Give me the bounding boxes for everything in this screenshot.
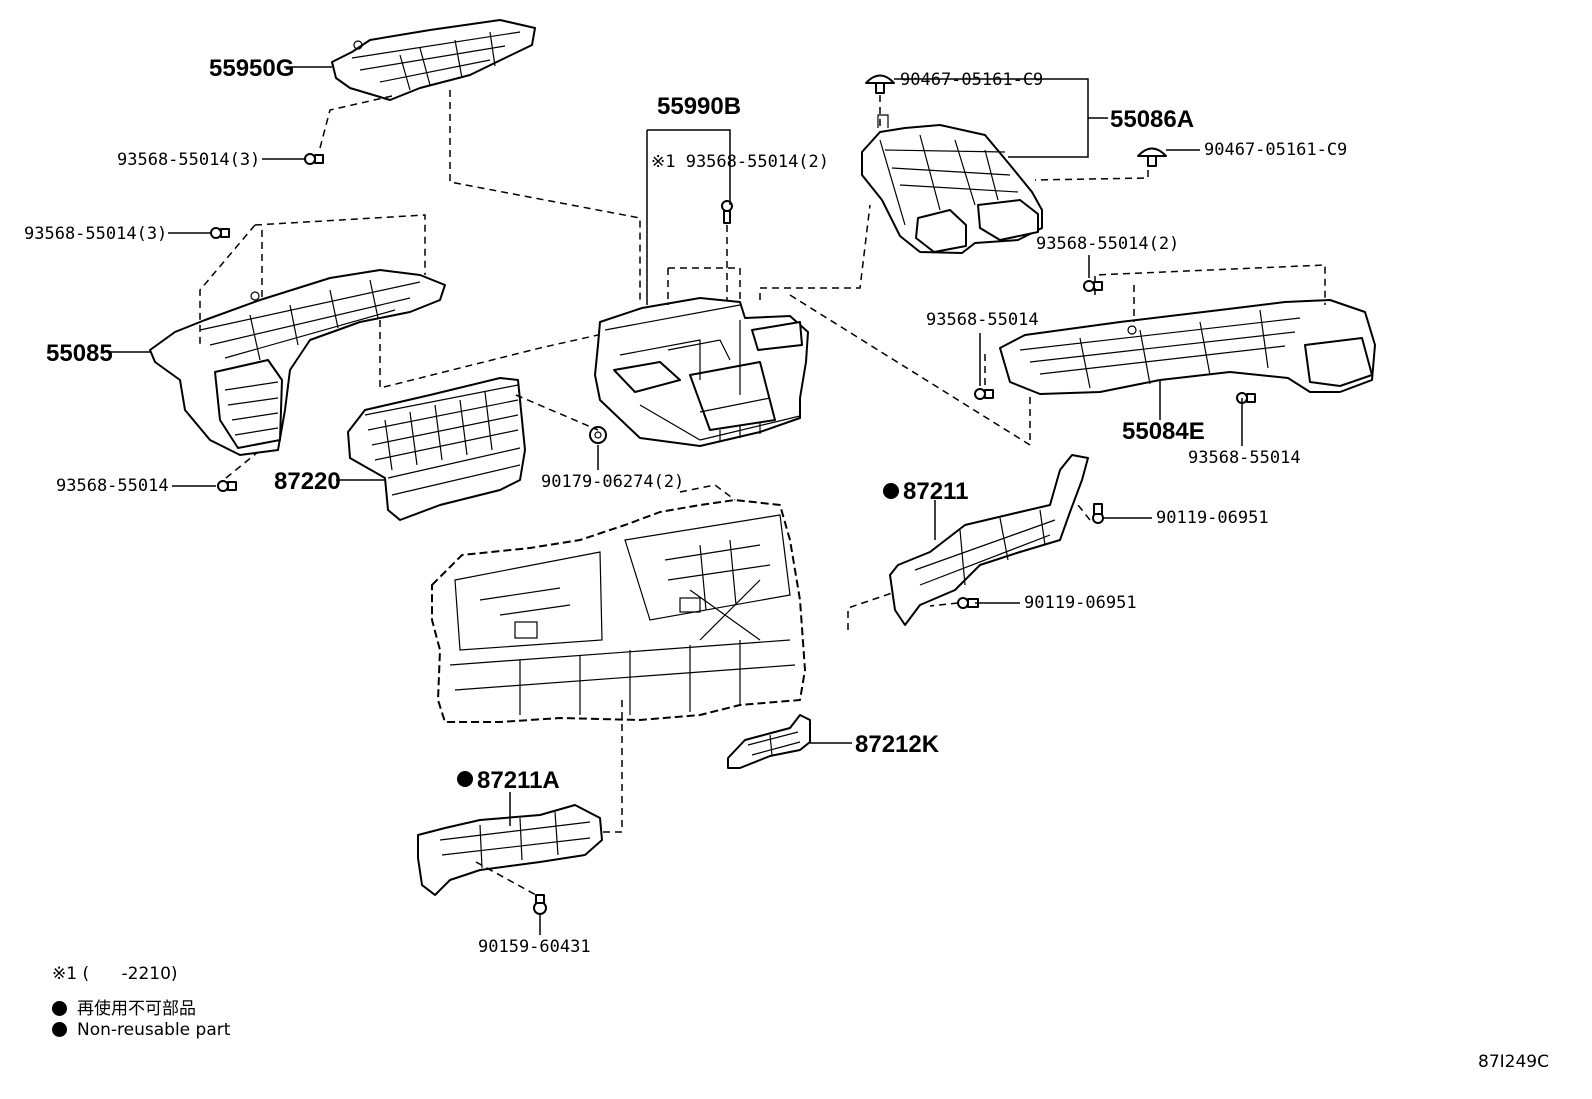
- duct-55086a-drawing: [861, 114, 1043, 254]
- label-93568-55014-2-mark: ※1 93568-55014(2): [651, 152, 829, 172]
- label-90179-06274-2: 90179-06274(2): [541, 472, 684, 492]
- clip-icon: [865, 74, 895, 94]
- label-87211: 87211: [903, 478, 968, 505]
- legend-non-reusable-ja: 再使用不可部品: [52, 994, 196, 1019]
- label-55084e: 55084E: [1122, 418, 1205, 445]
- bullet-dot-icon: [52, 1022, 67, 1037]
- label-90467-05161-c9-a: 90467-05161-C9: [900, 70, 1043, 90]
- register-box-55990b-drawing: [594, 297, 809, 447]
- non-reusable-marker-87211: [883, 483, 899, 499]
- label-90119-06951-b: 90119-06951: [1024, 593, 1137, 613]
- label-93568-55014-2-right: 93568-55014(2): [1036, 234, 1179, 254]
- bolt-icon: [1092, 503, 1104, 524]
- label-55950g: 55950G: [209, 55, 294, 82]
- label-90159-60431: 90159-60431: [478, 937, 591, 957]
- bolt-icon: [1083, 280, 1103, 292]
- duct-55950g-drawing: [331, 19, 536, 101]
- clip-icon: [1137, 147, 1167, 167]
- duct-55085-drawing: [149, 269, 446, 456]
- label-55085: 55085: [46, 340, 113, 367]
- fasteners: [210, 74, 1256, 915]
- diagram-id: 87I249C: [1478, 1052, 1549, 1072]
- bracket-87211-drawing: [889, 454, 1089, 626]
- label-87220: 87220: [274, 468, 341, 495]
- label-93568-55014-mid: 93568-55014: [926, 310, 1039, 330]
- label-55086a: 55086A: [1110, 106, 1194, 133]
- non-reusable-marker-87211a: [457, 771, 473, 787]
- bolt-icon: [533, 894, 547, 915]
- label-87211a: 87211A: [477, 767, 560, 794]
- legend-non-reusable-en-text: Non-reusable part: [77, 1020, 231, 1040]
- label-93568-55014-3-top: 93568-55014(3): [117, 150, 260, 170]
- bolt-icon: [974, 388, 994, 400]
- nut-icon: [589, 426, 607, 444]
- heater-unit-drawing: [431, 499, 806, 723]
- label-90119-06951-a: 90119-06951: [1156, 508, 1269, 528]
- bracket-87212k-drawing: [727, 714, 811, 769]
- label-93568-55014-right-bottom: 93568-55014: [1188, 448, 1301, 468]
- assembly-lines: [199, 90, 1326, 896]
- label-87212k: 87212K: [855, 731, 940, 758]
- legend-non-reusable-ja-text: 再使用不可部品: [77, 999, 196, 1019]
- bolt-icon: [1236, 392, 1256, 404]
- bracket-87211a-drawing: [417, 804, 603, 896]
- bolt-icon: [217, 480, 237, 492]
- label-93568-55014-left-bottom: 93568-55014: [56, 476, 169, 496]
- legend-non-reusable-en: Non-reusable part: [52, 1020, 230, 1040]
- duct-55084e-drawing: [999, 299, 1376, 395]
- filter-box-87220-drawing: [347, 377, 526, 521]
- bullet-dot-icon: [52, 1001, 67, 1016]
- footnote-mark-1: ※1 ( -2210): [52, 964, 178, 984]
- bolt-icon: [210, 227, 230, 239]
- label-55990b: 55990B: [657, 93, 741, 120]
- label-90467-05161-c9-b: 90467-05161-C9: [1204, 140, 1347, 160]
- leader-lines: [110, 66, 1243, 935]
- label-93568-55014-3-left: 93568-55014(3): [24, 224, 167, 244]
- bolt-icon: [304, 153, 324, 165]
